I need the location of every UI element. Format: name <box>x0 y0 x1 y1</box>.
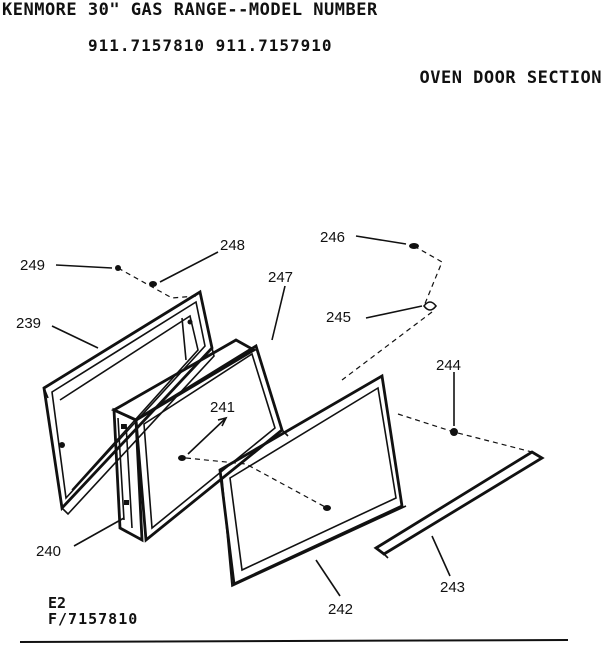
figure-code: F/7157810 <box>48 610 139 628</box>
clip-245 <box>422 301 438 311</box>
callout-244: 244 <box>436 357 461 374</box>
callout-248: 248 <box>220 237 245 254</box>
diagram-title: KENMORE 30" GAS RANGE--MODEL NUMBER <box>2 0 378 20</box>
callout-240: 240 <box>36 543 61 560</box>
callout-245: 245 <box>326 309 351 326</box>
door-frame-239 <box>42 289 215 516</box>
outer-door-242 <box>218 373 407 588</box>
model-numbers: 911.7157810 911.7157910 <box>88 36 333 55</box>
handle-243 <box>373 450 545 559</box>
inner-door-240 <box>110 338 257 543</box>
callout-239: 239 <box>16 315 41 332</box>
callout-241: 241 <box>210 399 235 416</box>
screw-241 <box>178 416 228 461</box>
page-code: E2 <box>48 594 67 612</box>
callout-243: 243 <box>440 579 465 596</box>
screw-248 <box>149 281 157 287</box>
callout-247: 247 <box>268 269 293 286</box>
bottom-rule <box>19 639 569 643</box>
leader-lines <box>51 235 455 597</box>
callout-246: 246 <box>320 229 345 246</box>
section-title: OVEN DOOR SECTION <box>419 68 602 88</box>
assembly-lines <box>117 245 533 509</box>
callout-242: 242 <box>328 601 353 618</box>
callout-249: 249 <box>20 257 45 274</box>
